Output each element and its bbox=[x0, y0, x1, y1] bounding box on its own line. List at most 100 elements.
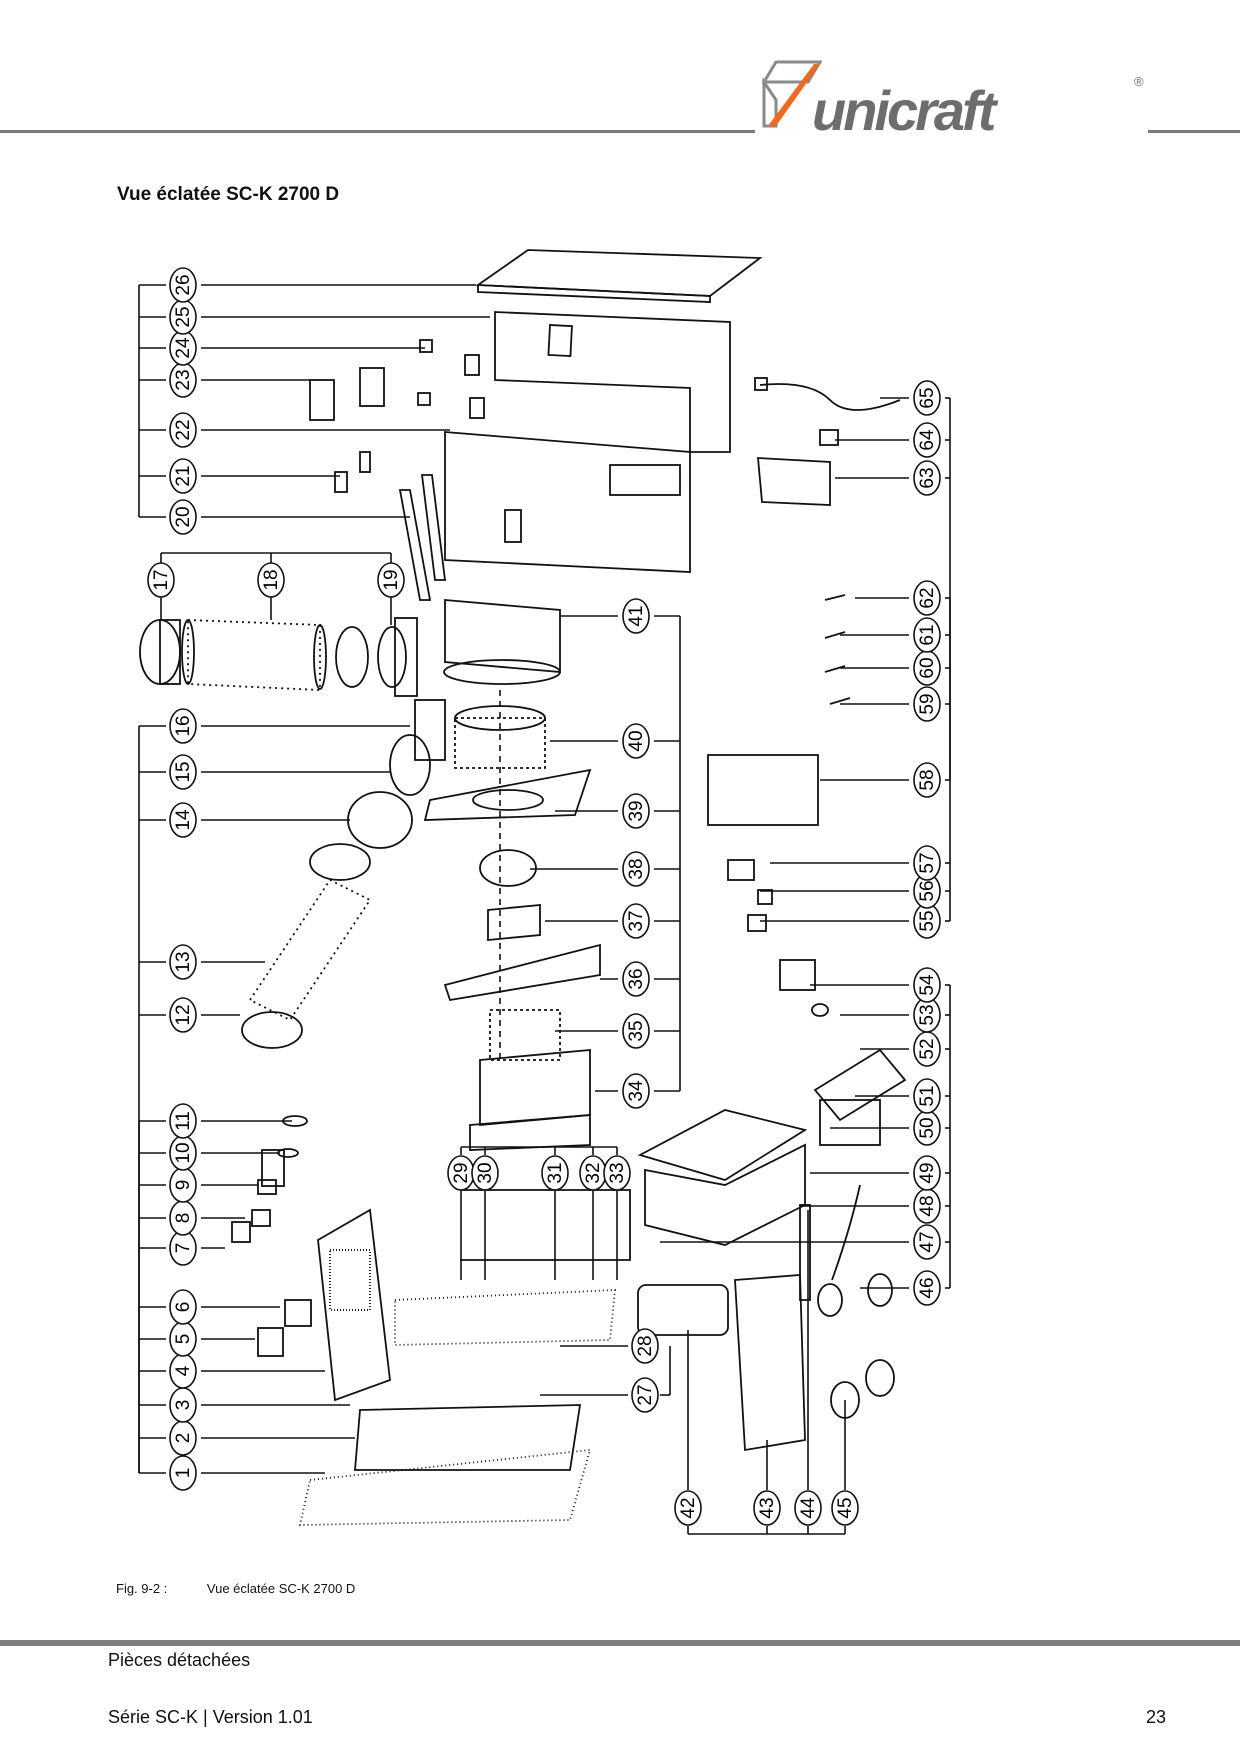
part-number-bubble bbox=[622, 723, 650, 759]
part-number-label: 59 bbox=[913, 686, 941, 722]
button-part bbox=[811, 1003, 829, 1017]
side-panel-lower bbox=[734, 1274, 806, 1452]
part-number-label: 31 bbox=[541, 1155, 569, 1191]
top-cover-edge bbox=[477, 284, 711, 303]
caster-wheel bbox=[817, 1283, 843, 1317]
blower-housing bbox=[479, 1049, 591, 1126]
duct-hose-upper bbox=[187, 619, 321, 691]
part-number-bubble bbox=[622, 961, 650, 997]
part-number-text: 32 bbox=[583, 1162, 604, 1183]
side-panel bbox=[444, 431, 691, 573]
motor-plate bbox=[423, 768, 592, 821]
rail-bar bbox=[420, 474, 447, 581]
plug bbox=[754, 377, 768, 391]
part-number-label: 4 bbox=[169, 1353, 197, 1389]
part-number-label: 55 bbox=[913, 903, 941, 939]
water-tank-body bbox=[819, 1099, 881, 1146]
part-number-text: 15 bbox=[173, 761, 194, 782]
part-number-text: 59 bbox=[917, 693, 938, 714]
part-number-text: 47 bbox=[917, 1231, 938, 1252]
part-number-label: 43 bbox=[753, 1490, 781, 1526]
part-number-text: 57 bbox=[917, 852, 938, 873]
part-number-bubble bbox=[831, 1490, 859, 1526]
part-number-label: 49 bbox=[913, 1155, 941, 1191]
part-number-label: 22 bbox=[169, 412, 197, 448]
part-number-text: 7 bbox=[173, 1243, 194, 1254]
part-number-bubble bbox=[169, 1289, 197, 1325]
part-number-bubble bbox=[169, 1455, 197, 1491]
fan-motor bbox=[479, 849, 537, 887]
part-number-bubble bbox=[169, 708, 197, 744]
part-number-text: 51 bbox=[917, 1085, 938, 1106]
part-number-text: 4 bbox=[173, 1365, 194, 1376]
wire-clip bbox=[824, 665, 846, 673]
small-part bbox=[757, 889, 773, 905]
part-number-label: 63 bbox=[913, 460, 941, 496]
part-number-text: 9 bbox=[173, 1180, 194, 1191]
part-number-label: 16 bbox=[169, 708, 197, 744]
part-number-text: 5 bbox=[173, 1334, 194, 1345]
condenser-coil bbox=[394, 1289, 616, 1346]
header-rule-right bbox=[1148, 130, 1240, 133]
part-number-text: 26 bbox=[173, 274, 194, 295]
fan-wheel bbox=[454, 717, 546, 769]
electrical-box bbox=[707, 754, 819, 826]
motor-bracket bbox=[487, 904, 541, 941]
control-part bbox=[257, 1327, 284, 1357]
part-number-text: 12 bbox=[173, 1004, 194, 1025]
compressor bbox=[637, 1284, 729, 1336]
part-number-bubble bbox=[913, 967, 941, 1003]
bracket-small bbox=[359, 367, 385, 407]
part-number-text: 50 bbox=[917, 1117, 938, 1138]
part-number-text: 16 bbox=[173, 715, 194, 736]
part-number-bubble bbox=[169, 1103, 197, 1139]
top-cover-panel bbox=[475, 249, 763, 297]
display-board bbox=[261, 1149, 285, 1187]
footer-series-version: Série SC-K | Version 1.01 bbox=[108, 1707, 313, 1727]
part-number-bubble bbox=[753, 1490, 781, 1526]
part-number-text: 10 bbox=[173, 1142, 194, 1163]
rail-clip bbox=[359, 451, 371, 473]
part-number-label: 17 bbox=[147, 562, 175, 598]
part-number-text: 27 bbox=[635, 1384, 656, 1405]
plate-hole bbox=[472, 789, 544, 811]
part-number-text: 58 bbox=[917, 769, 938, 790]
part-number-label: 9 bbox=[169, 1167, 197, 1203]
panel-cutout bbox=[609, 464, 681, 496]
part-number-label: 39 bbox=[622, 793, 650, 829]
control-box bbox=[644, 1143, 806, 1246]
part-number-text: 21 bbox=[173, 465, 194, 486]
part-number-label: 1 bbox=[169, 1455, 197, 1491]
ring-part bbox=[282, 1115, 308, 1127]
hose-end bbox=[181, 619, 195, 685]
part-number-label: 46 bbox=[913, 1270, 941, 1306]
part-number-bubble bbox=[622, 851, 650, 887]
part-number-bubble bbox=[147, 562, 175, 598]
water-tank bbox=[813, 1048, 907, 1122]
part-number-label: 37 bbox=[622, 903, 650, 939]
figure-caption-text: Vue éclatée SC-K 2700 D bbox=[206, 1581, 356, 1596]
part-number-text: 11 bbox=[173, 1111, 194, 1131]
part-number-text: 41 bbox=[626, 605, 647, 626]
registered-mark: ® bbox=[1134, 74, 1144, 89]
part-number-bubble bbox=[169, 267, 197, 303]
part-number-label: 32 bbox=[579, 1155, 607, 1191]
brand-wordmark: unicraft bbox=[812, 79, 996, 142]
lower-plate bbox=[443, 943, 601, 1002]
part-number-text: 44 bbox=[798, 1497, 819, 1519]
part-number-text: 17 bbox=[151, 569, 172, 590]
page-number: 23 bbox=[1145, 1707, 1166, 1727]
part-number-bubble bbox=[913, 1224, 941, 1260]
part-number-label: 60 bbox=[913, 650, 941, 686]
part-number-text: 63 bbox=[917, 467, 938, 488]
filter-part bbox=[231, 1221, 251, 1243]
cable-gland bbox=[819, 429, 839, 446]
wire-clip bbox=[824, 631, 846, 639]
rear-panel bbox=[317, 1208, 391, 1402]
part-number-bubble bbox=[622, 793, 650, 829]
part-number-text: 24 bbox=[173, 337, 194, 359]
blower-base bbox=[469, 1114, 591, 1151]
part-number-text: 20 bbox=[173, 506, 194, 527]
part-number-text: 2 bbox=[173, 1433, 194, 1444]
elbow-piece bbox=[347, 791, 413, 849]
